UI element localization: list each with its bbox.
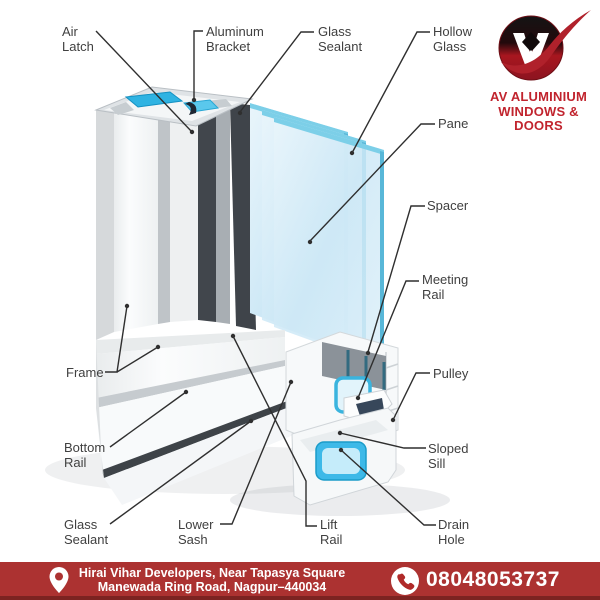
leader-glass-sealant-top <box>239 31 314 113</box>
leader-air-latch <box>95 30 193 133</box>
logo-tagline: WINDOWS & DOORS <box>498 104 579 133</box>
address-line-1: Hirai Vihar Developers, Near Tapasya Squ… <box>78 566 346 580</box>
address-line-2: Manewada Ring Road, Nagpur–440034 <box>97 580 327 594</box>
aluminum-bracket-part <box>185 102 197 115</box>
footer-bar: Hirai Vihar Developers, Near Tapasya Squ… <box>0 562 600 600</box>
glass-sealant-strip <box>102 400 292 478</box>
footer-address: Hirai Vihar Developers, Near Tapasya Squ… <box>78 566 346 594</box>
label-pane: Pane <box>438 116 469 131</box>
label-pulley: Pulley <box>433 366 469 381</box>
leader-hollow-glass <box>351 31 430 154</box>
leader-frame-b <box>116 346 159 373</box>
window-cross-section-diagram <box>45 30 450 527</box>
leader-pane <box>309 123 435 242</box>
frame-profile <box>94 86 256 340</box>
location-pin-icon <box>49 567 69 593</box>
leader-lower-sash <box>220 381 292 525</box>
logo-name: AV ALUMINIUM <box>490 89 587 104</box>
leader-bottom-rail <box>109 391 187 448</box>
leader-spacer <box>367 205 425 353</box>
phone-icon <box>391 567 419 595</box>
leader-meeting-rail <box>357 280 419 399</box>
leader-glass-sealant-bottom <box>109 420 252 525</box>
logo-swoosh <box>501 10 591 74</box>
footer-phone-number[interactable]: 08048053737 <box>426 568 560 591</box>
leader-sloped-sill <box>339 432 426 449</box>
leader-pulley <box>392 372 430 421</box>
meeting-rail-sill-block <box>285 331 399 506</box>
leader-dots <box>124 97 396 453</box>
leader-aluminum-bracket <box>193 30 203 98</box>
company-logo: AV ALUMINIUM WINDOWS & DOORS <box>477 6 600 133</box>
leader-lift-rail <box>232 335 317 527</box>
av-logo-mark <box>498 10 591 81</box>
bottom-rail-assembly <box>96 330 296 505</box>
leader-lines <box>95 30 436 527</box>
label-frame: Frame <box>66 365 104 380</box>
label-spacer: Spacer <box>427 198 469 213</box>
leader-drain-hole <box>340 449 436 526</box>
